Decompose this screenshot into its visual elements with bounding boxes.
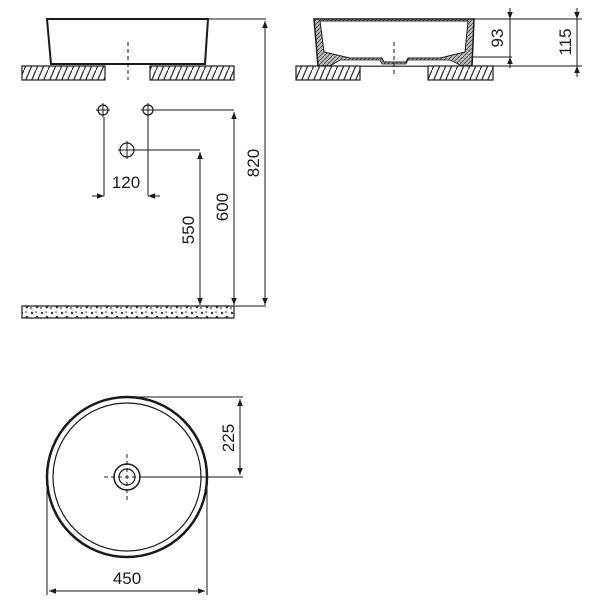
floor: [21, 305, 235, 319]
countertop-left: [21, 65, 106, 81]
dim-tap-spacing: 120: [112, 173, 140, 192]
drain-hole: [118, 141, 136, 159]
dim-total-height: 115: [556, 28, 575, 55]
dim-drain-height: 550: [179, 216, 198, 244]
dim-diameter: 450: [113, 569, 141, 588]
dim-tap-height: 600: [213, 193, 232, 221]
section-countertop-left: [295, 65, 361, 81]
basin-front-outline: [45, 18, 210, 65]
countertop-right: [149, 65, 235, 81]
front-view: 120 550 600 820: [21, 18, 268, 319]
dim-radius: 225: [219, 424, 238, 452]
section-countertop-right: [427, 65, 494, 81]
tap-hole-right: [141, 103, 155, 117]
basin-cavity: [319, 20, 469, 63]
section-view: 93 115: [295, 8, 582, 81]
dim-inner-depth: 93: [488, 29, 507, 48]
dim-counter-height: 820: [244, 149, 263, 177]
top-view: 225 450: [45, 395, 243, 595]
tap-hole-left: [96, 103, 110, 117]
